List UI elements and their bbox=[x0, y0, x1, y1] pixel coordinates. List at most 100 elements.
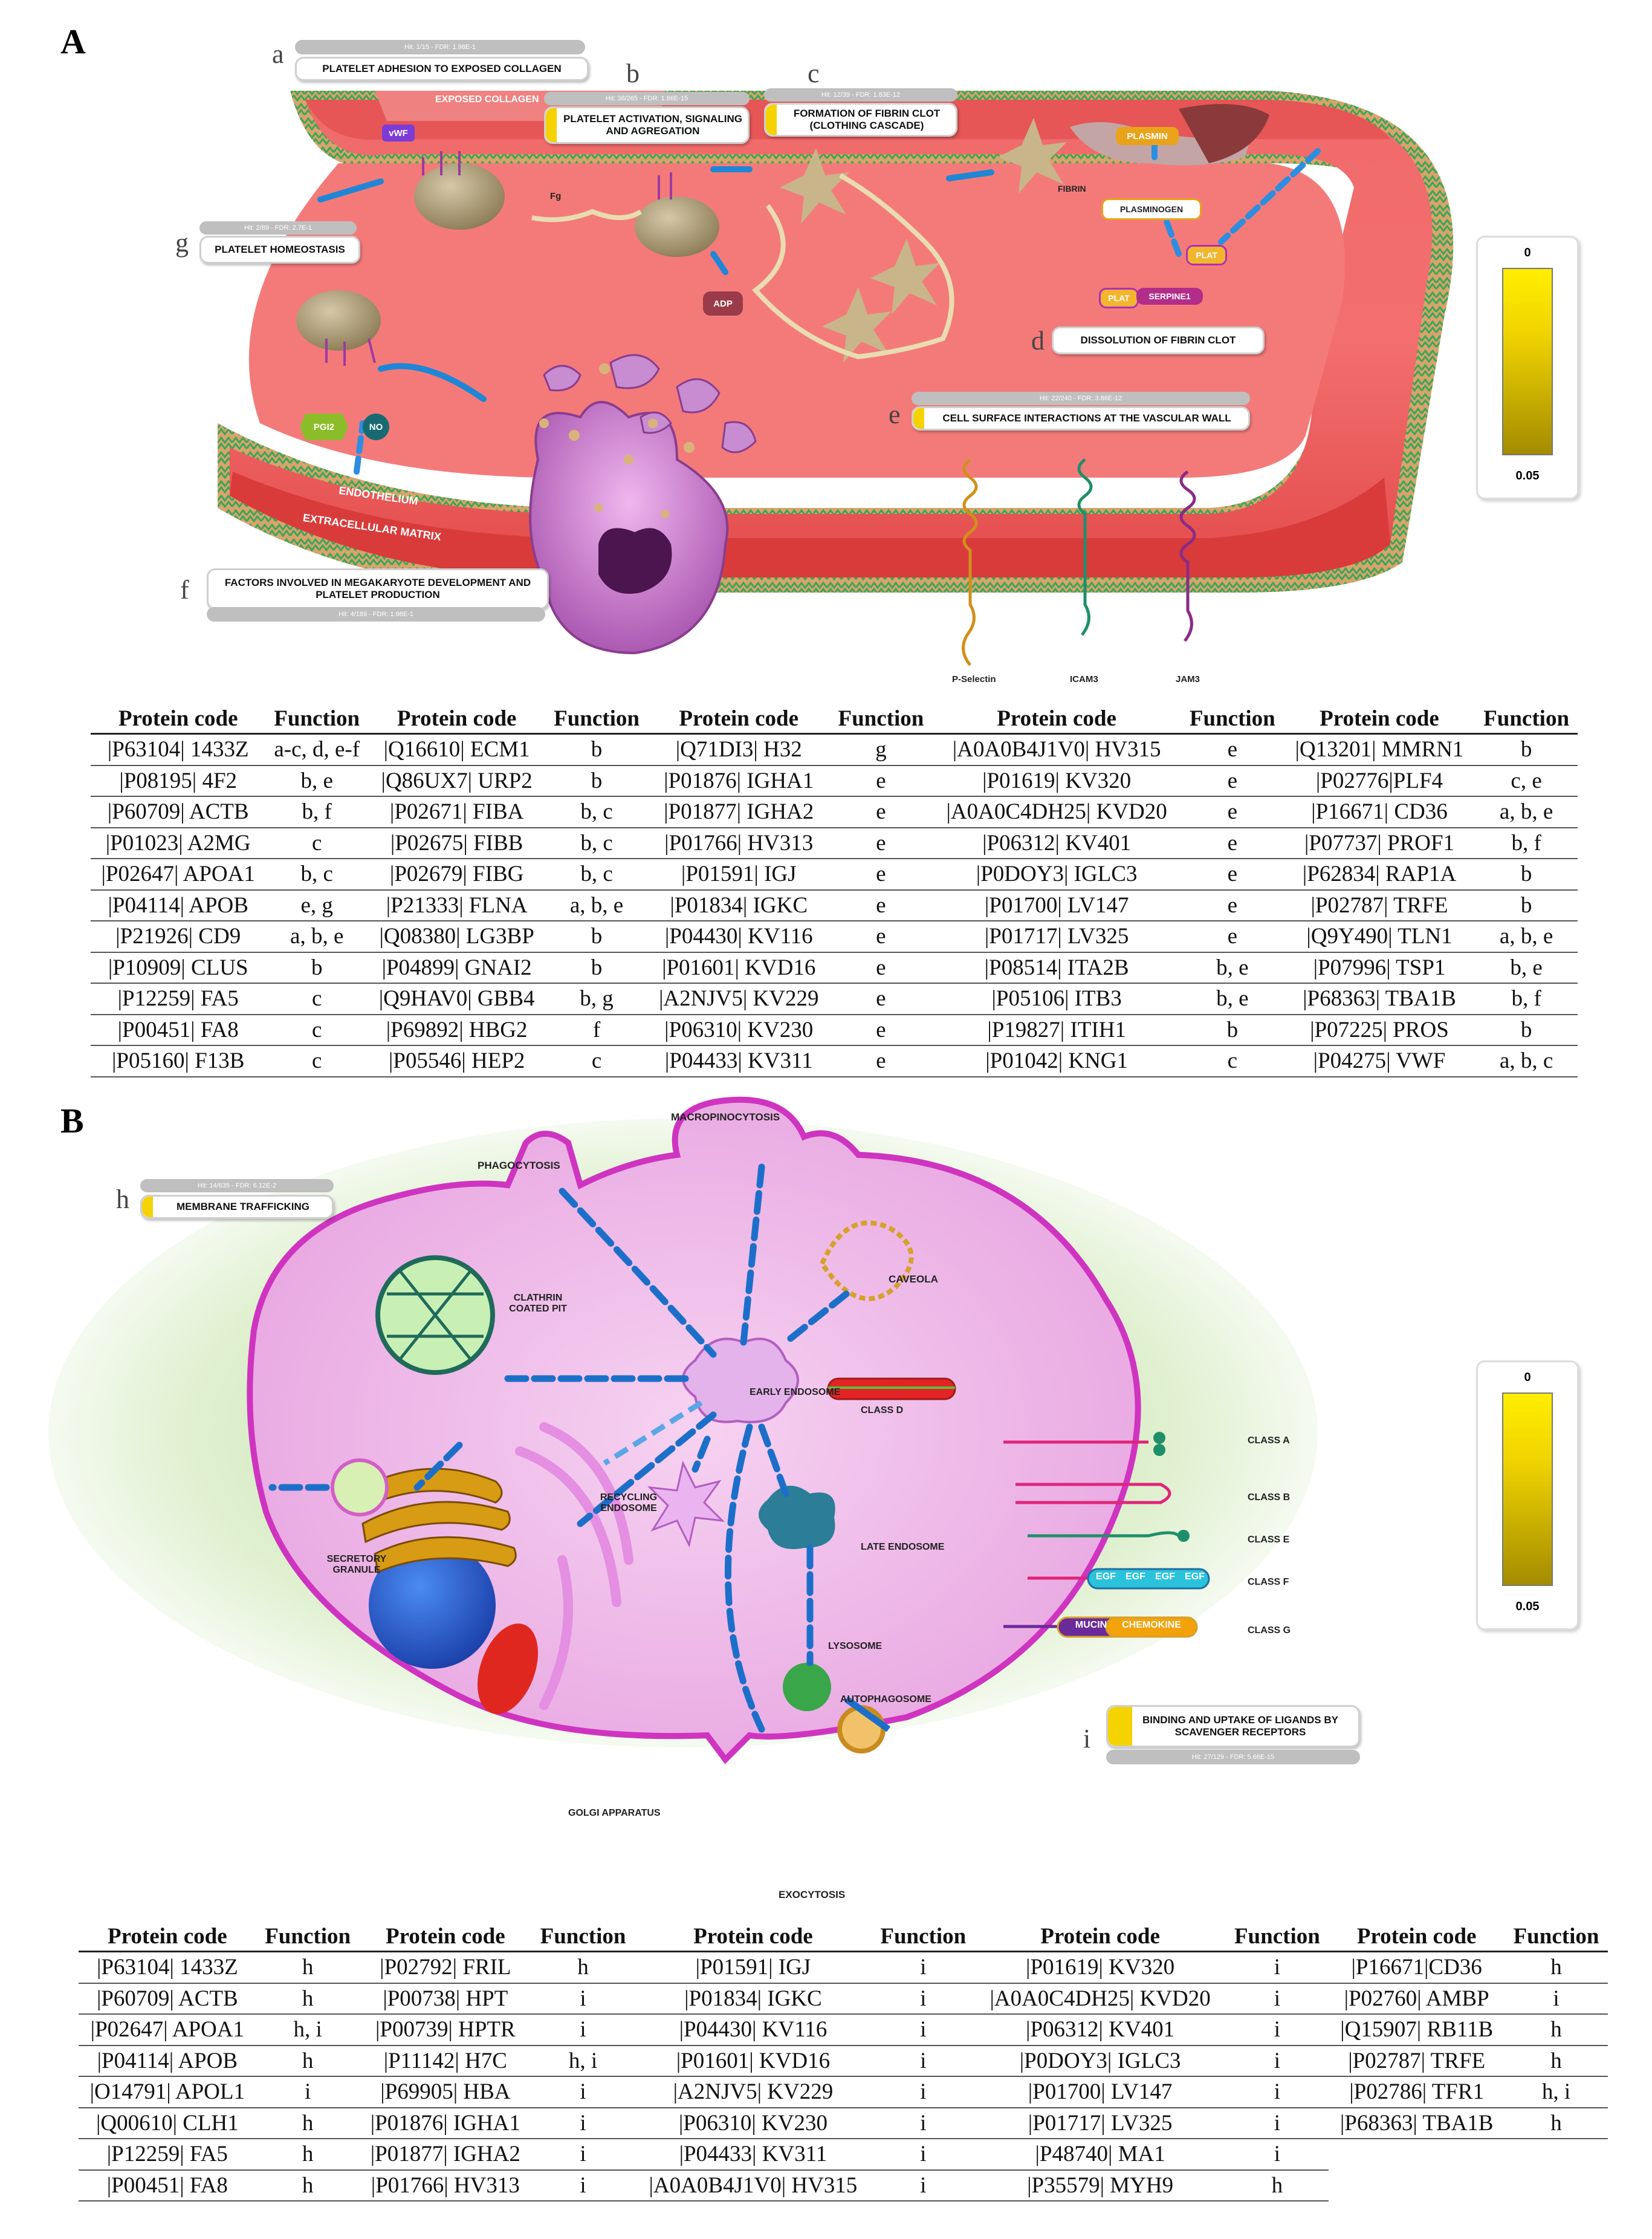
pathway-g-hit: Hit: 2/89 - FDR: 2.7E-1 bbox=[199, 221, 357, 235]
function-cell: h bbox=[256, 2045, 360, 2077]
function-cell: i bbox=[871, 2107, 975, 2139]
protein-code-cell: |Q00610| CLH1 bbox=[79, 2107, 256, 2139]
protein-code-cell: |P01591| IGJ bbox=[647, 859, 830, 891]
column-header: Protein code bbox=[997, 706, 1116, 731]
protein-code-cell: |P01876| IGHA1 bbox=[359, 2107, 532, 2139]
protein-code-cell: |P00738| HPT bbox=[359, 1983, 532, 2015]
column-header: Function bbox=[554, 706, 640, 731]
function-cell: e bbox=[829, 983, 933, 1015]
function-cell: e bbox=[829, 952, 933, 984]
pathway-b-box[interactable]: PLATELET ACTIVATION, SIGNALING AND AGREG… bbox=[544, 106, 750, 144]
protein-code-cell: |P0DOY3| IGLC3 bbox=[974, 2045, 1226, 2077]
protein-code-cell: |P06310| KV230 bbox=[647, 1014, 830, 1046]
protein-code-cell: |P10909| CLUS bbox=[91, 952, 266, 984]
pathway-e-box[interactable]: CELL SURFACE INTERACTIONS AT THE VASCULA… bbox=[912, 406, 1250, 431]
column-header: Function bbox=[540, 1923, 626, 1949]
protein-code-cell: |A2NJV5| KV229 bbox=[647, 983, 830, 1015]
protein-code-cell: |P04433| KV311 bbox=[635, 2139, 872, 2171]
function-cell: i bbox=[871, 1983, 975, 2015]
protein-code-cell: |P04275| VWF bbox=[1283, 1045, 1475, 1077]
pathway-letter-e: e bbox=[889, 400, 901, 429]
pathway-d-box[interactable]: DISSOLUTION OF FIBRIN CLOT bbox=[1052, 327, 1265, 354]
legend-top-label: 0 bbox=[1524, 1371, 1531, 1384]
function-cell: b, g bbox=[545, 983, 648, 1015]
protein-code-cell: |A0A0B4J1V0| HV315 bbox=[635, 2169, 872, 2202]
function-cell: e bbox=[829, 765, 933, 797]
column-header: Function bbox=[265, 1923, 351, 1949]
egf-domain: EGF bbox=[1096, 1571, 1116, 1582]
serpine1-tag: SERPINE1 bbox=[1136, 288, 1203, 305]
fibrin-label: FIBRIN bbox=[1058, 184, 1086, 193]
pathway-a-box[interactable]: PLATELET ADHESION TO EXPOSED COLLAGEN bbox=[295, 57, 589, 81]
protein-code-cell: |P16671|CD36 bbox=[1329, 1951, 1505, 1984]
column-header: Protein code bbox=[397, 706, 517, 731]
protein-code-cell: |P19827| ITIH1 bbox=[932, 1014, 1181, 1046]
panel-b-letter: B bbox=[60, 1101, 84, 1140]
pathway-letter-b: b bbox=[626, 59, 640, 88]
protein-code-cell: |P11142| H7C bbox=[359, 2045, 532, 2077]
pgi2-tag: PGI2 bbox=[300, 414, 348, 440]
protein-code-cell: |A0A0B4J1V0| HV315 bbox=[932, 733, 1181, 766]
significance-strip bbox=[142, 1197, 153, 1217]
function-cell: b, e bbox=[1181, 952, 1284, 984]
function-cell: b, e bbox=[265, 765, 369, 797]
function-cell: a-c, d, e-f bbox=[265, 733, 369, 766]
function-cell: i bbox=[1504, 1983, 1608, 2015]
protein-code-cell: |P06312| KV401 bbox=[974, 2014, 1226, 2046]
legend-gradient-bar bbox=[1502, 1392, 1553, 1586]
protein-code-cell: |P08514| ITA2B bbox=[932, 952, 1181, 984]
function-cell: h bbox=[1504, 1951, 1608, 1984]
early-endosome-label: EARLY ENDOSOME bbox=[750, 1387, 841, 1397]
class-b-label: CLASS B bbox=[1248, 1492, 1291, 1503]
panel-a-letter: A bbox=[60, 22, 86, 61]
protein-code-cell: |P07737| PROF1 bbox=[1283, 827, 1475, 859]
significance-strip bbox=[913, 408, 924, 429]
adp-tag: ADP bbox=[703, 291, 743, 316]
column-header: Function bbox=[838, 706, 924, 731]
pathway-h-box[interactable]: MEMBRANE TRAFFICKING bbox=[140, 1195, 334, 1219]
plasminogen-tag: PLASMINOGEN bbox=[1101, 198, 1202, 220]
function-cell: b bbox=[265, 952, 369, 984]
plasmin-tag: PLASMIN bbox=[1116, 127, 1179, 145]
function-cell: i bbox=[1225, 1951, 1329, 1984]
column-header: Protein code bbox=[386, 1923, 505, 1949]
pathway-c-box[interactable]: FORMATION OF FIBRIN CLOT (CLOTHING CASCA… bbox=[764, 103, 957, 137]
protein-code-cell: |P00451| FA8 bbox=[79, 2169, 256, 2202]
function-cell: a, b, e bbox=[545, 889, 648, 921]
protein-code-cell: |P04430| KV116 bbox=[635, 2014, 872, 2046]
protein-code-cell: |P06312| KV401 bbox=[932, 827, 1181, 859]
pathway-f-box[interactable]: FACTORS INVOLVED IN MEGAKARYOTE DEVELOPM… bbox=[207, 568, 549, 609]
protein-code-cell: |P04114| APOB bbox=[91, 889, 266, 921]
egf-domain: EGF bbox=[1185, 1571, 1205, 1582]
function-cell: i bbox=[1225, 2014, 1329, 2046]
protein-code-cell: |P68363| TBA1B bbox=[1283, 983, 1475, 1015]
pathway-b-hit: Hit: 38/265 - FDR: 1.66E-15 bbox=[544, 92, 750, 105]
pathway-a-hit: Hit: 1/15 - FDR: 1.98E-1 bbox=[295, 40, 585, 54]
function-cell: b bbox=[545, 765, 648, 797]
function-cell: c bbox=[265, 827, 369, 859]
protein-code-cell: |P21926| CD9 bbox=[91, 921, 266, 953]
function-cell: i bbox=[871, 2169, 975, 2202]
function-cell: a, b, e bbox=[265, 921, 369, 953]
protein-code-cell: |P07225| PROS bbox=[1283, 1014, 1475, 1046]
function-cell: h bbox=[256, 2139, 360, 2171]
function-cell: c bbox=[1181, 1045, 1284, 1077]
function-cell: c, e bbox=[1475, 765, 1578, 797]
column-header: Protein code bbox=[108, 1923, 227, 1949]
column-header: Protein code bbox=[1040, 1923, 1160, 1949]
function-cell: b, c bbox=[545, 827, 648, 859]
protein-code-cell bbox=[1329, 2139, 1505, 2170]
pathway-i-box[interactable]: BINDING AND UPTAKE OF LIGANDS BY SCAVENG… bbox=[1106, 1705, 1360, 1747]
pathway-g-box[interactable]: PLATELET HOMEOSTASIS bbox=[199, 236, 360, 264]
function-cell: h bbox=[1504, 2107, 1608, 2139]
protein-code-cell: |P02776|PLF4 bbox=[1283, 765, 1475, 797]
function-cell: i bbox=[531, 2014, 635, 2046]
pathway-i-hit: Hit: 27/129 - FDR: 5.66E-15 bbox=[1106, 1750, 1360, 1764]
function-cell: b bbox=[545, 921, 648, 953]
function-cell: b, f bbox=[265, 796, 369, 828]
p-selectin-label: P-Selectin bbox=[952, 674, 996, 684]
